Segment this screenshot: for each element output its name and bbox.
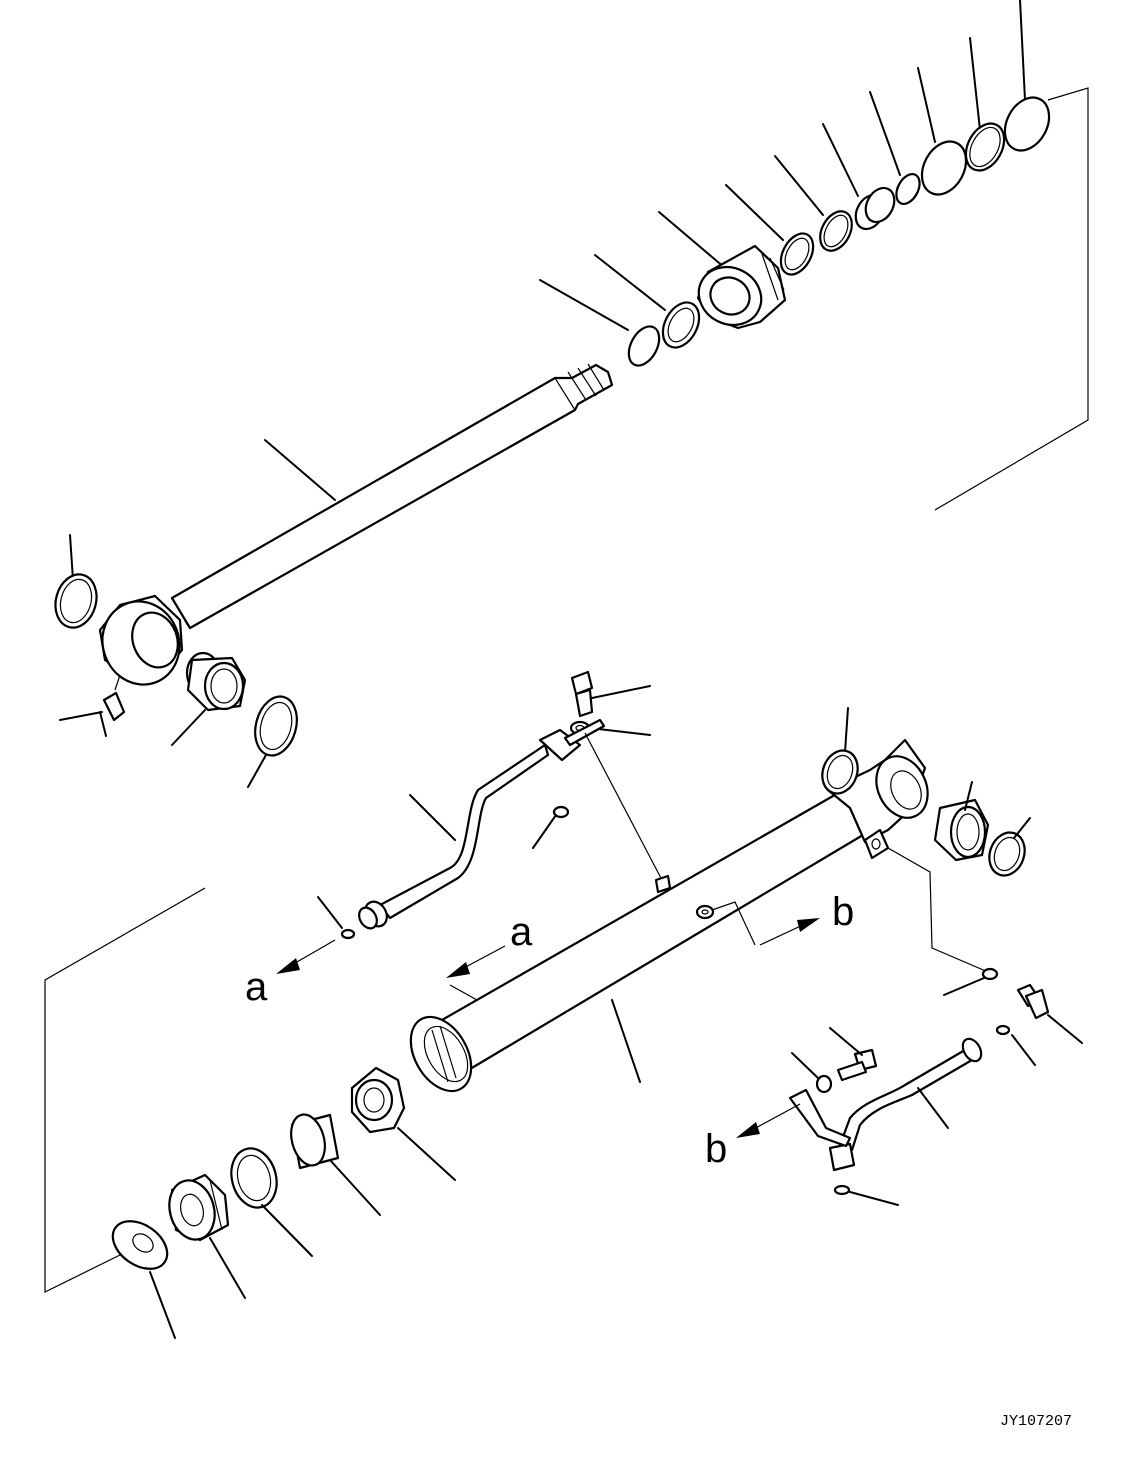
rod-packing	[779, 232, 815, 276]
piston-washer	[111, 1220, 176, 1339]
upper-leader-lines	[264, 0, 1026, 501]
ref-arrow-a-left: a	[245, 939, 336, 1009]
piston-seal	[230, 1147, 313, 1257]
grease-fitting-rod	[59, 674, 126, 737]
rod-end-eye	[98, 594, 184, 686]
cylinder-head	[696, 244, 787, 330]
bottom-end-eye	[826, 738, 929, 860]
elbow-fitting	[1016, 983, 1083, 1044]
o-ring-elbow	[995, 1024, 1011, 1036]
bushing-sleeve	[854, 186, 896, 231]
snap-ring	[627, 325, 661, 367]
tube-port-boss	[695, 904, 715, 920]
lower-clamp-bolt	[829, 1027, 878, 1082]
o-ring-pipe-a	[552, 805, 570, 819]
ref-arrow-a-mid: a	[446, 910, 533, 1011]
bottom-bushing	[933, 781, 990, 862]
piston-rod	[170, 363, 614, 630]
bottom-seal-top	[821, 749, 859, 795]
o-ring-small	[895, 173, 921, 205]
upper-seal-rings	[779, 96, 1051, 276]
ref-label-b-bottom: b	[705, 1127, 727, 1171]
ref-label-b-top: b	[832, 890, 854, 934]
o-ring-pipe-a-end	[340, 928, 356, 940]
ref-label-a-left: a	[245, 965, 268, 1009]
piston-ring-plain	[290, 1113, 381, 1216]
dust-seal-ring	[1003, 96, 1051, 152]
rod-end-seal-right	[254, 695, 298, 757]
ref-arrow-b-top: b	[711, 890, 854, 946]
wear-ring	[964, 122, 1006, 172]
rod-end-bushing	[171, 651, 247, 746]
upper-group-frame	[934, 87, 1089, 511]
piston-nut	[350, 1066, 456, 1181]
ref-arrow-b-bottom: b	[705, 1103, 801, 1171]
pipe-a	[358, 718, 606, 930]
o-ring-port	[981, 967, 999, 981]
rod-seal	[661, 301, 701, 349]
drawing-code: JY107207	[1000, 1413, 1072, 1430]
lower-clamp-washer	[815, 1074, 833, 1094]
bottom-seal-right	[988, 831, 1026, 877]
clamp-bolt	[570, 670, 651, 718]
pipe-b	[788, 1037, 983, 1172]
backup-ring	[920, 140, 968, 196]
ref-label-a-mid: a	[510, 910, 533, 954]
o-ring-lower	[833, 1184, 851, 1196]
piston	[168, 1173, 246, 1299]
lower-group-frame	[44, 887, 206, 1293]
buffer-ring	[819, 210, 853, 252]
